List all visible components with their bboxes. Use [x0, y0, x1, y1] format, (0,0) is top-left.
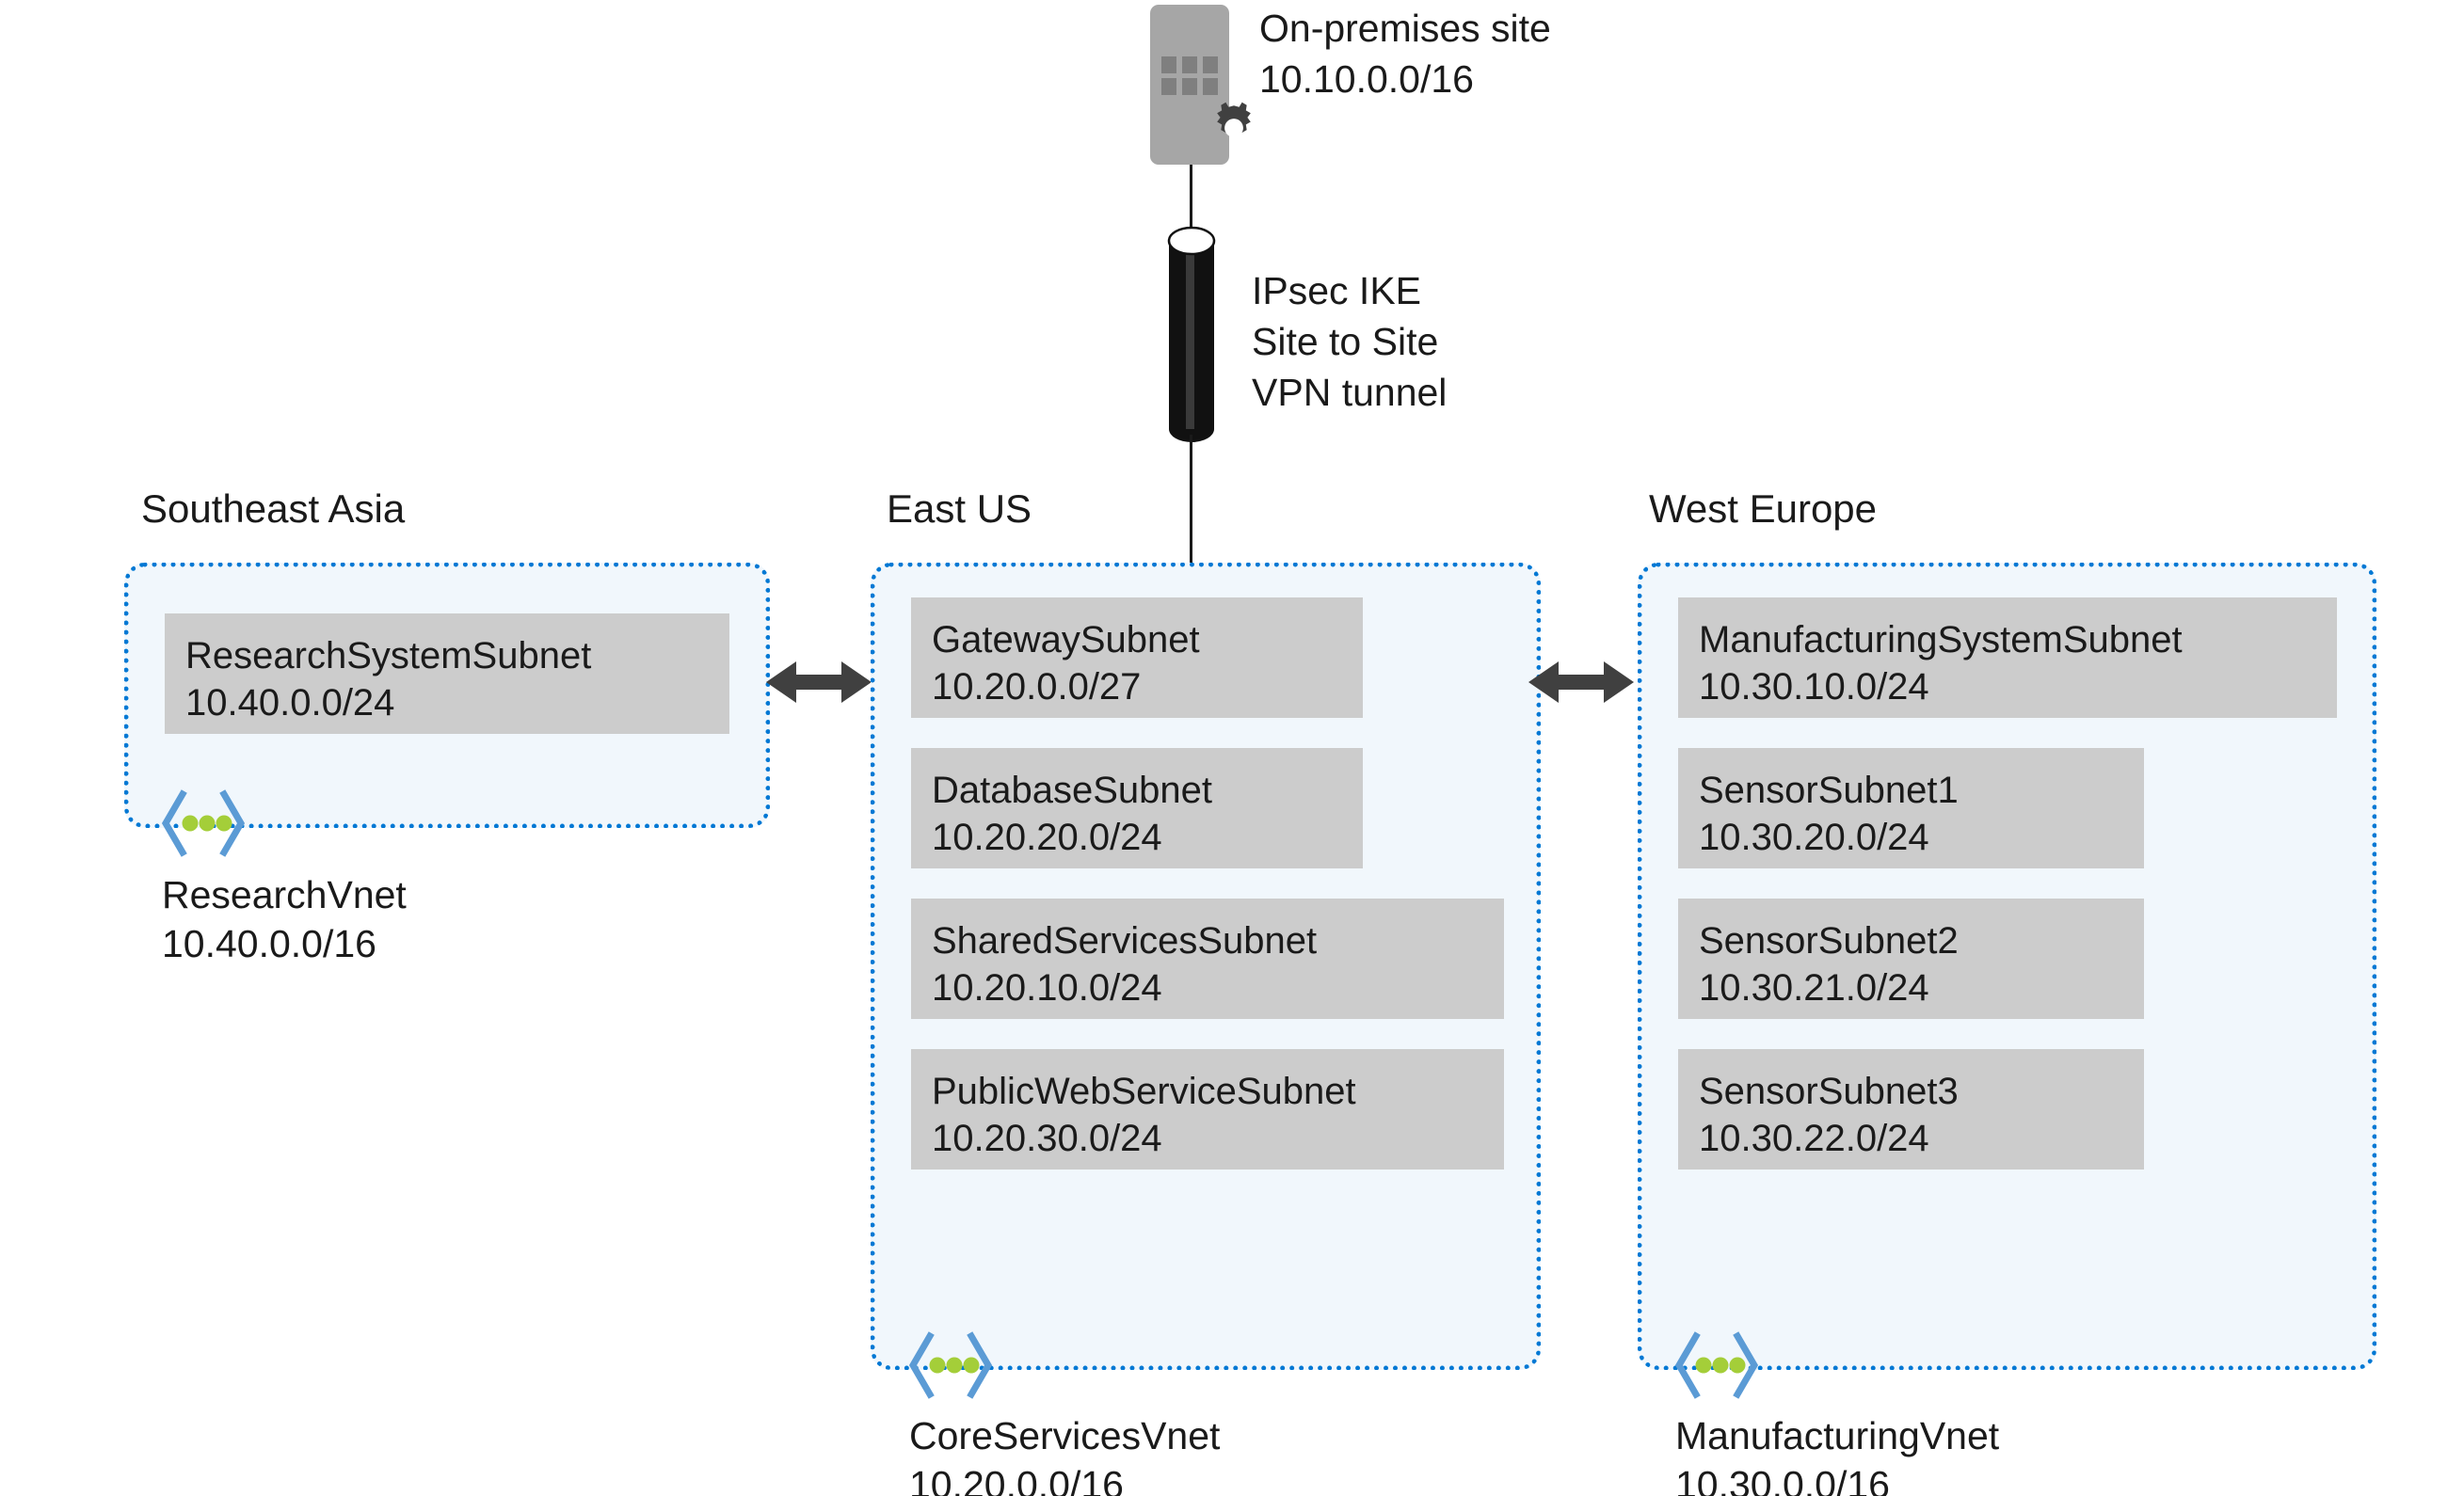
building-windows [1161, 56, 1218, 95]
vnet-icon [908, 1331, 993, 1399]
on-premises-label: On-premises site 10.10.0.0/16 [1259, 7, 1551, 101]
subnet-database[interactable]: DatabaseSubnet 10.20.20.0/24 [911, 748, 1363, 868]
peering-arrow-icon-right [1528, 661, 1634, 703]
subnet-gateway[interactable]: GatewaySubnet 10.20.0.0/27 [911, 597, 1363, 718]
region-label-east-us: East US [887, 486, 1032, 531]
subnet-public-web-service[interactable]: PublicWebServiceSubnet 10.20.30.0/24 [911, 1049, 1504, 1170]
subnet-sensor-2[interactable]: SensorSubnet2 10.30.21.0/24 [1678, 899, 2144, 1019]
vnet-icon [1674, 1331, 1759, 1399]
vpn-tunnel-cylinder-icon [1167, 226, 1216, 442]
vnet-caption-manufacturingvnet: ManufacturingVnet 10.30.0.0/16 [1675, 1414, 2000, 1496]
vnet-container-coreservicesvnet[interactable]: GatewaySubnet 10.20.0.0/27 DatabaseSubne… [871, 563, 1541, 1370]
tunnel-line-upper [1190, 165, 1192, 232]
vnet-caption-coreservicesvnet: CoreServicesVnet 10.20.0.0/16 [909, 1414, 1221, 1496]
peering-arrow-icon-left [766, 661, 872, 703]
subnet-sensor-3[interactable]: SensorSubnet3 10.30.22.0/24 [1678, 1049, 2144, 1170]
tunnel-line-lower [1190, 435, 1192, 565]
vnet-container-manufacturingvnet[interactable]: ManufacturingSystemSubnet 10.30.10.0/24 … [1638, 563, 2376, 1370]
subnet-shared-services[interactable]: SharedServicesSubnet 10.20.10.0/24 [911, 899, 1504, 1019]
region-label-west-europe: West Europe [1649, 486, 1878, 531]
region-label-southeast-asia: Southeast Asia [141, 486, 406, 531]
gear-icon [1217, 102, 1251, 137]
vpn-tunnel-label: IPsec IKE Site to Site VPN tunnel [1252, 269, 1448, 414]
vnet-icon [161, 789, 246, 857]
on-premises-building-icon [1150, 5, 1251, 165]
subnet-research-system[interactable]: ResearchSystemSubnet 10.40.0.0/24 [165, 613, 729, 734]
subnet-manufacturing-system[interactable]: ManufacturingSystemSubnet 10.30.10.0/24 [1678, 597, 2337, 718]
vnet-container-researchvnet[interactable]: ResearchSystemSubnet 10.40.0.0/24 [124, 563, 770, 828]
subnet-sensor-1[interactable]: SensorSubnet1 10.30.20.0/24 [1678, 748, 2144, 868]
vnet-caption-researchvnet: ResearchVnet 10.40.0.0/16 [162, 873, 407, 965]
